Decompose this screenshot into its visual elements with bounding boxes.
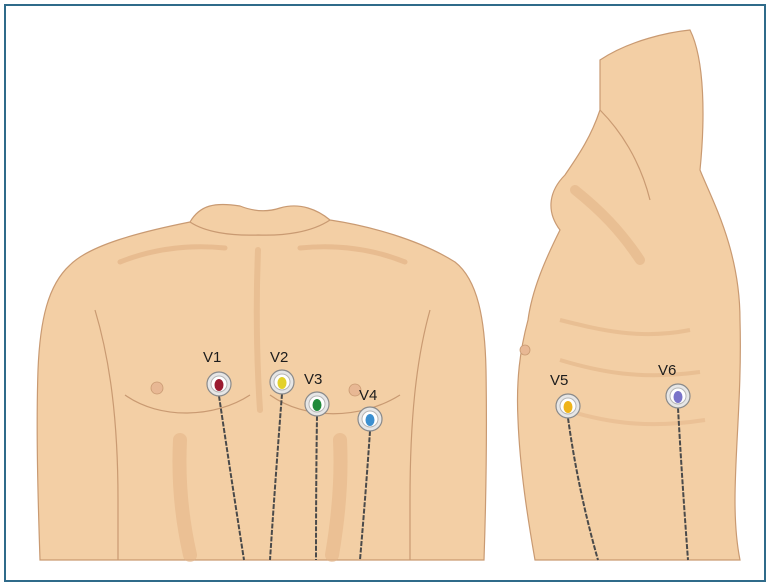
- electrode-v5-color-dot: [564, 401, 573, 413]
- electrode-v6: [666, 384, 690, 408]
- electrode-v3: [305, 392, 329, 416]
- label-v4: V4: [359, 387, 377, 404]
- electrode-v1: [207, 372, 231, 396]
- sternum-shading: [257, 250, 260, 410]
- side-torso-skin: [517, 30, 740, 560]
- electrode-v1-color-dot: [215, 379, 224, 391]
- label-v2: V2: [270, 349, 288, 366]
- electrode-v4: [358, 407, 382, 431]
- label-v5: V5: [550, 372, 568, 389]
- front-torso-skin: [37, 204, 486, 560]
- front-torso: [37, 204, 486, 560]
- electrode-v5: [556, 394, 580, 418]
- label-v1: V1: [203, 349, 221, 366]
- electrode-v3-color-dot: [313, 399, 322, 411]
- electrode-v2-color-dot: [278, 377, 287, 389]
- label-v6: V6: [658, 362, 676, 379]
- electrode-v2: [270, 370, 294, 394]
- side-torso: [517, 30, 740, 560]
- side-nipple: [520, 345, 530, 355]
- label-v3: V3: [304, 371, 322, 388]
- electrode-v4-color-dot: [366, 414, 375, 426]
- electrode-v6-color-dot: [674, 391, 683, 403]
- left-nipple: [151, 382, 163, 394]
